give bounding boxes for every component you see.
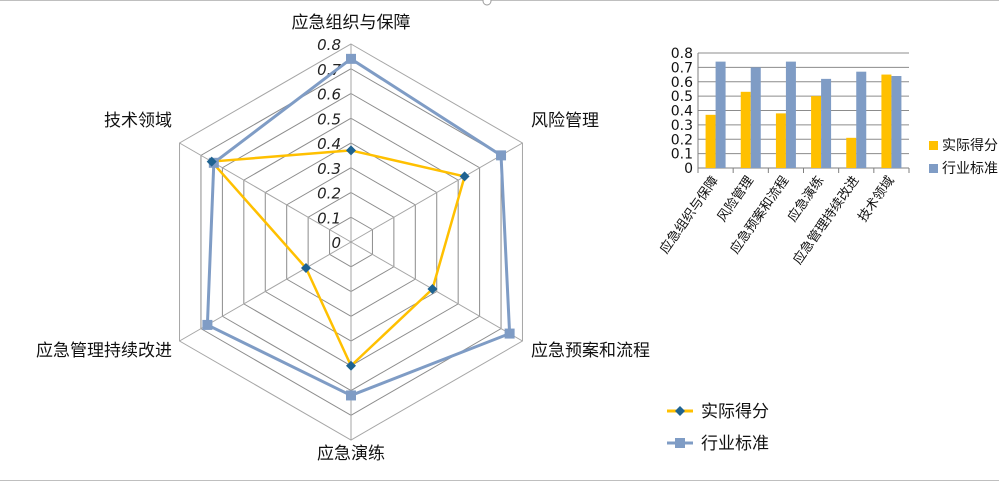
bar-rect [775,113,786,168]
bar-legend-label: 行业标准 [942,161,998,177]
bar-tick-label: 0.3 [671,118,693,134]
bar-rect [750,67,761,168]
bar-legend-swatch [929,164,938,173]
bar-rect [811,96,822,168]
radar-tick-label: 0.2 [317,185,341,203]
radar-diamond-marker [459,171,470,182]
bar-tick-label: 0.7 [671,60,693,76]
bar-category-label: 技术领域 [856,174,898,225]
radar-tick-label: 0.5 [317,110,341,128]
bar-rect [891,76,902,168]
radar-tick-label: 0 [331,234,341,252]
bar-tick-label: 0.4 [671,104,693,120]
legend-square-marker [675,438,685,448]
bar-rect [881,74,892,168]
radar-category-label: 风险管理 [531,111,599,131]
bar-legend-label: 实际得分 [942,137,998,154]
radar-square-marker [346,390,356,401]
radar-legend-label: 行业标准 [701,434,769,454]
bar-tick-label: 0.1 [671,147,693,163]
bar-legend-swatch [929,141,938,150]
radar-tick-label: 0.3 [317,160,341,178]
radar-legend-label: 实际得分 [701,402,769,422]
radar-category-label: 应急演练 [317,444,385,464]
radar-spoke [179,142,352,243]
bar-tick-label: 0 [684,161,693,177]
radar-square-marker [504,328,515,339]
radar-diamond-marker [206,156,217,167]
radar-tick-label: 0.7 [317,61,341,79]
bar-rect [856,71,867,168]
bar-tick-label: 0.8 [671,46,693,62]
radar-tick-label: 0.4 [317,135,341,153]
bar-tick-label: 0.5 [671,89,693,105]
radar-square-marker [496,150,507,161]
bar-rect [705,114,716,168]
legend-diamond-marker [675,406,685,416]
radar-chart: 00.10.20.30.40.50.60.70.8应急组织与保障风险管理应急预案… [36,13,769,464]
radar-diamond-marker [346,360,356,371]
bar-rect [740,91,751,168]
radar-category-label: 应急管理持续改进 [36,341,172,361]
bar-rect [715,61,726,168]
frame-resize-handle[interactable] [482,0,492,6]
radar-category-label: 技术领域 [104,111,172,131]
bar-chart: 00.10.20.30.40.50.60.70.8应急组织与保障风险管理应急预案… [657,46,998,267]
bar-rect [846,137,857,168]
radar-spoke [350,142,523,243]
bar-tick-label: 0.2 [671,132,693,148]
radar-tick-label: 0.1 [317,209,341,227]
radar-spoke [350,241,523,342]
radar-square-marker [346,53,356,64]
bar-category-label: 应急组织与保障 [657,173,722,257]
radar-diamond-marker [427,284,438,295]
radar-diamond-marker [300,262,311,273]
radar-tick-label: 0.6 [317,86,341,104]
radar-tick-label: 0.8 [317,36,341,54]
radar-square-marker [202,319,213,330]
bar-rect [785,61,796,168]
radar-diamond-marker [346,145,356,156]
radar-category-label: 应急预案和流程 [531,341,650,361]
radar-category-label: 应急组织与保障 [292,13,411,33]
bar-rect [821,78,832,168]
bar-tick-label: 0.6 [671,75,693,91]
